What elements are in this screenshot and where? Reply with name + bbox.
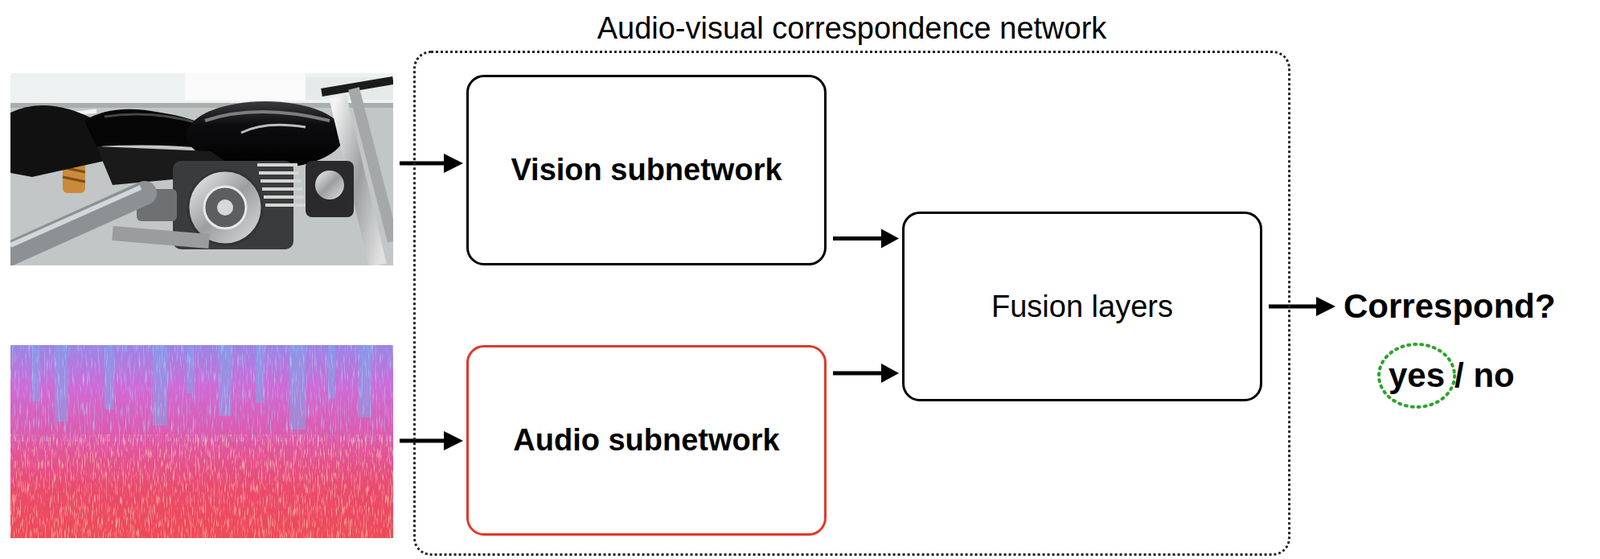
- answer-option: yes: [1388, 355, 1445, 396]
- process-box: Fusion layers: [902, 211, 1263, 402]
- connector-arrow: [832, 229, 899, 249]
- network-frame: Audio-visual correspondence networkVisio…: [413, 50, 1291, 556]
- output-arrow: [1268, 296, 1336, 316]
- output-question: Correspond?: [1343, 286, 1556, 327]
- answer-option: / no: [1454, 355, 1515, 396]
- process-box: Vision subnetwork: [466, 74, 827, 266]
- box-label: Audio subnetwork: [512, 422, 780, 458]
- motorcycle-photo: [10, 73, 394, 266]
- answer-row: yes/ no: [1388, 355, 1515, 396]
- box-label: Vision subnetwork: [510, 152, 782, 188]
- box-label: Fusion layers: [991, 289, 1174, 325]
- process-box: Audio subnetwork: [466, 344, 827, 536]
- input-arrow: [399, 153, 464, 451]
- answer-highlight: [1378, 344, 1455, 407]
- spectrogram: [10, 344, 394, 538]
- frame-heading: Audio-visual correspondence network: [415, 9, 1289, 47]
- connector-arrow: [832, 363, 899, 383]
